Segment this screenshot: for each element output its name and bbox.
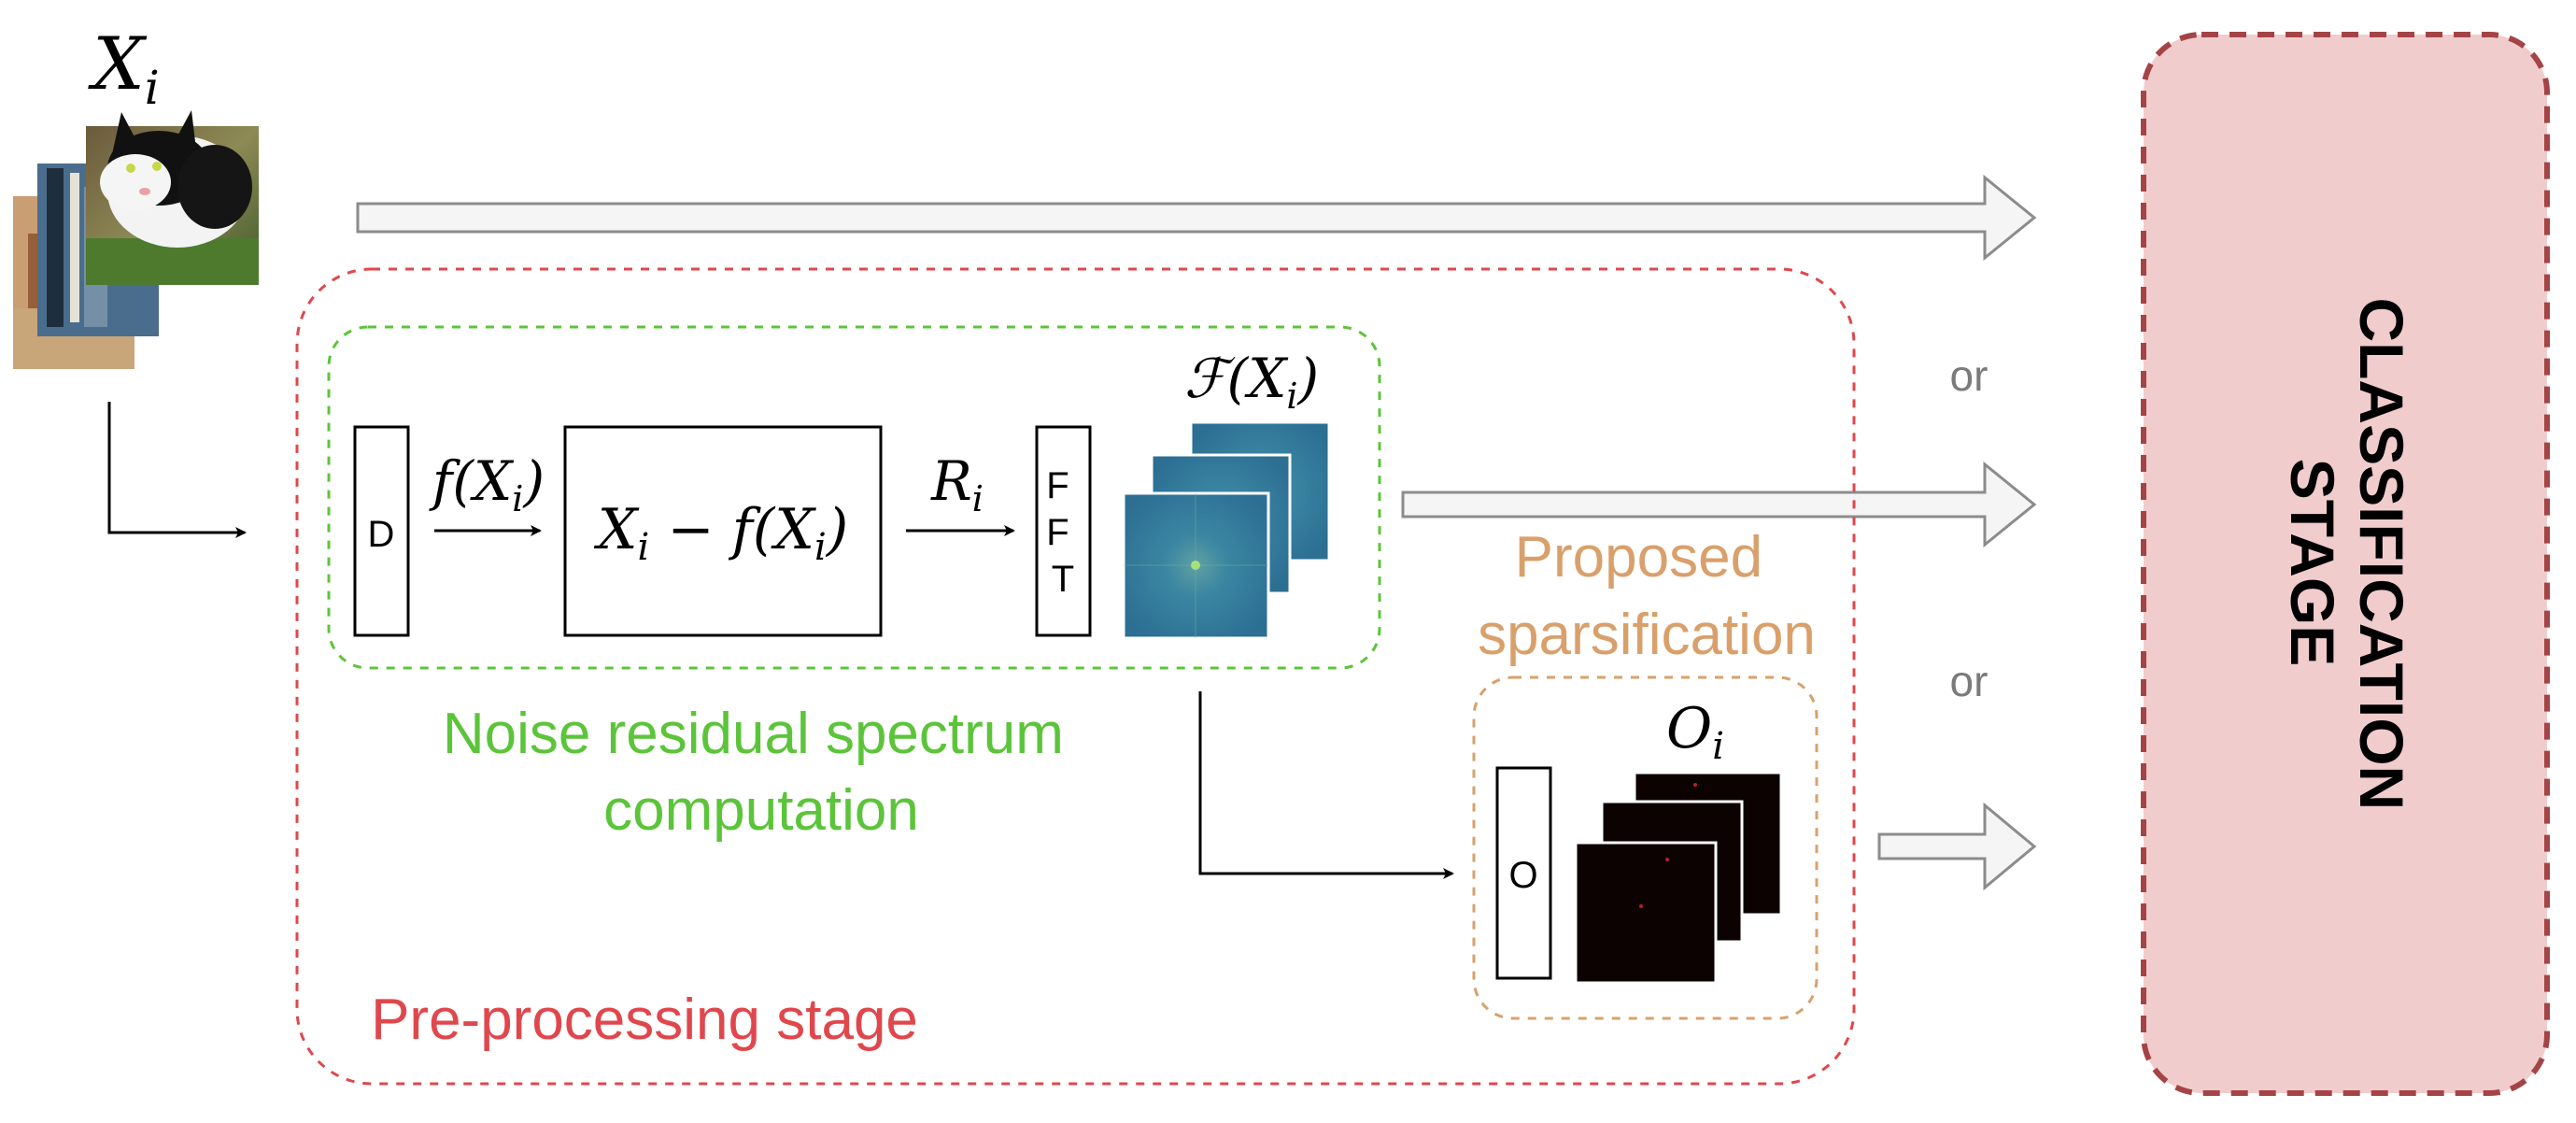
- sparsification-box: [1472, 675, 1819, 1020]
- noise-residual-caption: Noise residual spectrum computation: [443, 702, 1080, 843]
- classification-stage-label: CLASSIFICATION STAGE: [2278, 297, 2416, 827]
- spectrum-label: ℱ(Xi): [1184, 347, 1319, 417]
- residual-formula: Xi − f(Xi): [594, 497, 848, 569]
- input-branch-connector: [107, 402, 247, 538]
- input-label: Xi: [87, 22, 160, 115]
- preprocessing-stage-label: Pre-processing stage: [371, 988, 918, 1052]
- or-label-bottom: or: [1950, 657, 1989, 705]
- o-block: [1495, 766, 1552, 980]
- direct-input-arrow: [356, 174, 2037, 262]
- denoiser-label: D: [368, 514, 395, 555]
- o-output-label: Oi: [1666, 696, 1724, 768]
- or-label-top: or: [1950, 351, 1989, 400]
- spectrum-image-stack: [1122, 420, 1331, 640]
- spectrum-to-sparse-connector: [1198, 691, 1454, 879]
- denoiser-block: [353, 425, 410, 637]
- fft-label: F F T: [1046, 465, 1080, 600]
- fft-block: [1035, 425, 1092, 637]
- sparse-spectrum-stack: [1574, 771, 1783, 985]
- input-image-cat: [86, 110, 259, 285]
- input-image-stack: [13, 110, 259, 369]
- preprocessing-stage-box: [295, 267, 1856, 1086]
- spectrum-output-arrow: [1401, 461, 2037, 548]
- classification-stage-box: [2141, 32, 2550, 1096]
- sparse-output-arrow: [1877, 802, 2037, 891]
- residual-block: [563, 425, 883, 637]
- f-label: f(Xi): [429, 449, 545, 519]
- sparsification-label: Proposed sparsification: [1478, 525, 1816, 667]
- noise-residual-box: [327, 325, 1381, 670]
- o-block-label: O: [1508, 855, 1537, 896]
- r-label: Ri: [930, 449, 984, 519]
